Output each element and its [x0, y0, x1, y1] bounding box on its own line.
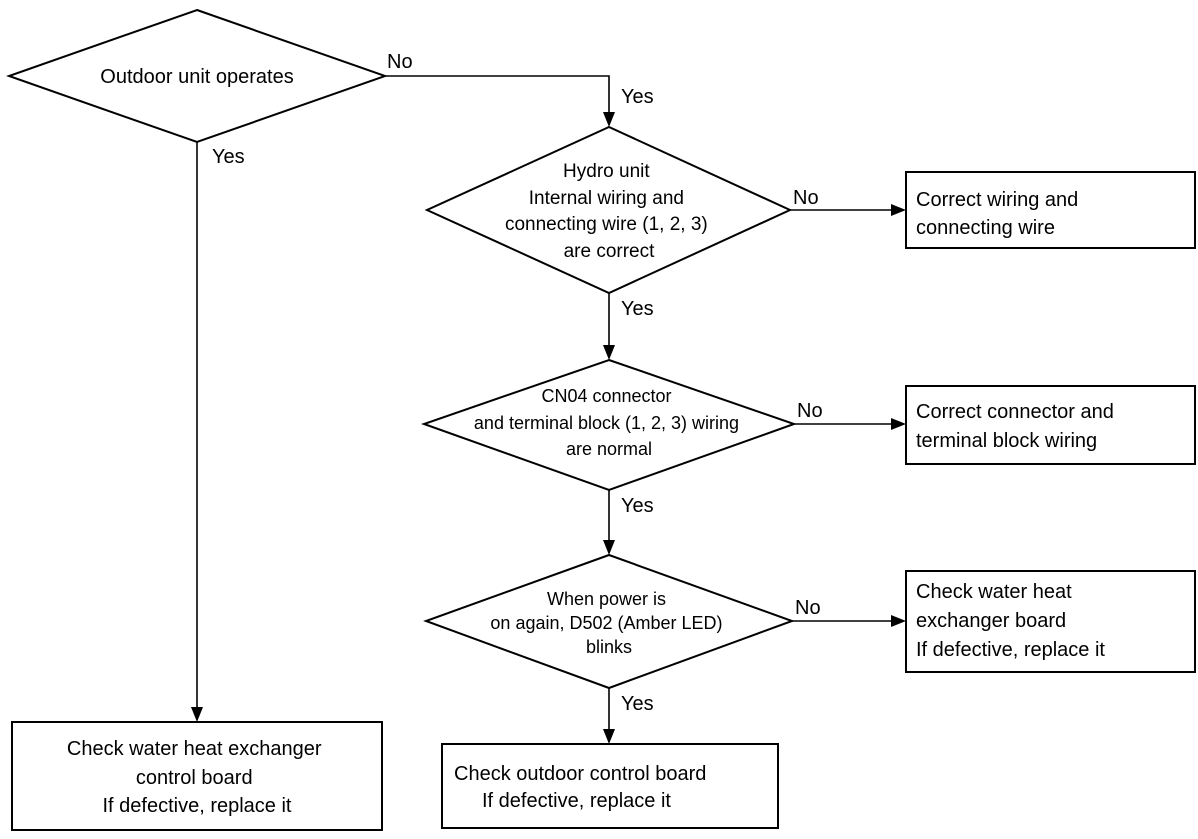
decision-wiring-correct: Hydro unit Internal wiring and connectin… [424, 125, 793, 295]
connector-outdoor-yes [191, 142, 203, 722]
action-check-heat-exchanger-board-line-2: exchanger board [916, 610, 1066, 632]
svg-text:Check water heat exchanger: Check water heat exchanger control board… [67, 738, 327, 817]
edge-label-outdoor-yes: Yes [212, 146, 245, 168]
svg-text:Correct connector and te: Correct connector and terminal block wir… [916, 401, 1119, 452]
connector-wiring-yes [603, 293, 615, 360]
edge-label-wiring-no: No [793, 187, 819, 209]
action-check-heat-exchanger-control-line-2: control board [136, 767, 253, 789]
decision-cn04-line-2: and terminal block (1, 2, 3) wiring [474, 413, 739, 433]
edge-label-outdoor-no: No [387, 51, 413, 73]
action-check-outdoor-board-line-2: If defective, replace it [482, 790, 671, 812]
decision-wiring-correct-line-1: Hydro unit [563, 161, 650, 182]
connector-outdoor-no [385, 75, 615, 127]
action-correct-connector: Correct connector and terminal block wir… [905, 385, 1196, 465]
action-check-heat-exchanger-control-line-3: If defective, replace it [103, 795, 292, 817]
action-correct-wiring-line-1: Correct wiring and [916, 189, 1078, 211]
decision-wiring-correct-line-4: are correct [564, 241, 656, 262]
connector-d502-yes [603, 688, 615, 744]
decision-d502-line-2: on again, D502 (Amber LED) [490, 613, 722, 633]
connector-wiring-no [790, 204, 906, 216]
svg-text:Check water heat exchang: Check water heat exchanger board If defe… [916, 581, 1105, 661]
action-check-heat-exchanger-board-line-1: Check water heat [916, 581, 1072, 603]
action-check-heat-exchanger-control-board: Check water heat exchanger control board… [11, 721, 383, 831]
edge-label-cn04-yes: Yes [621, 495, 654, 517]
action-check-outdoor-control-board: Check outdoor control board If defective… [441, 743, 779, 829]
svg-text:Hydro unit Internal wiri: Hydro unit Internal wiring and connectin… [505, 161, 713, 262]
connector-cn04-yes [603, 490, 615, 555]
action-check-outdoor-board-line-1: Check outdoor control board [454, 763, 706, 785]
edge-label-cn04-no: No [797, 400, 823, 422]
action-correct-wiring: Correct wiring and connecting wire [905, 171, 1196, 249]
decision-d502-blinks: When power is on again, D502 (Amber LED)… [423, 553, 795, 690]
decision-wiring-correct-line-3: connecting wire (1, 2, 3) [505, 214, 708, 235]
svg-text:Correct wiring and conne: Correct wiring and connecting wire [916, 189, 1084, 239]
decision-cn04-line-3: are normal [566, 439, 652, 459]
action-check-heat-exchanger-board: Check water heat exchanger board If defe… [905, 570, 1196, 673]
decision-cn04-line-1: CN04 connector [541, 386, 671, 406]
decision-outdoor-unit-operates-line-1: Outdoor unit operates [100, 66, 293, 88]
decision-cn04-wiring-normal: CN04 connector and terminal block (1, 2,… [420, 358, 798, 492]
action-check-heat-exchanger-control-line-1: Check water heat exchanger [67, 738, 322, 760]
action-correct-connector-line-2: terminal block wiring [916, 430, 1097, 452]
connector-d502-no [792, 615, 906, 627]
action-check-heat-exchanger-board-line-3: If defective, replace it [916, 639, 1105, 661]
edge-label-outdoor-no-yes: Yes [621, 86, 654, 108]
connector-cn04-no [794, 418, 906, 430]
svg-text:Check outdoor control board: Check outdoor control board If defective… [454, 763, 712, 812]
edge-label-d502-yes: Yes [621, 693, 654, 715]
action-correct-wiring-line-2: connecting wire [916, 217, 1055, 239]
decision-d502-line-3: blinks [586, 637, 632, 657]
svg-text:Outdoor unit operates: Outdoor unit operates [100, 66, 293, 88]
decision-wiring-correct-line-2: Internal wiring and [529, 188, 684, 209]
action-correct-connector-line-1: Correct connector and [916, 401, 1114, 423]
svg-text:When power is on again,: When power is on again, D502 (Amber LED)… [490, 589, 727, 657]
svg-text:CN04 connector and termi: CN04 connector and terminal block (1, 2,… [474, 386, 744, 459]
decision-outdoor-unit-operates: Outdoor unit operates [5, 8, 389, 144]
edge-label-wiring-yes: Yes [621, 298, 654, 320]
edge-label-d502-no: No [795, 597, 821, 619]
decision-d502-line-1: When power is [547, 589, 666, 609]
